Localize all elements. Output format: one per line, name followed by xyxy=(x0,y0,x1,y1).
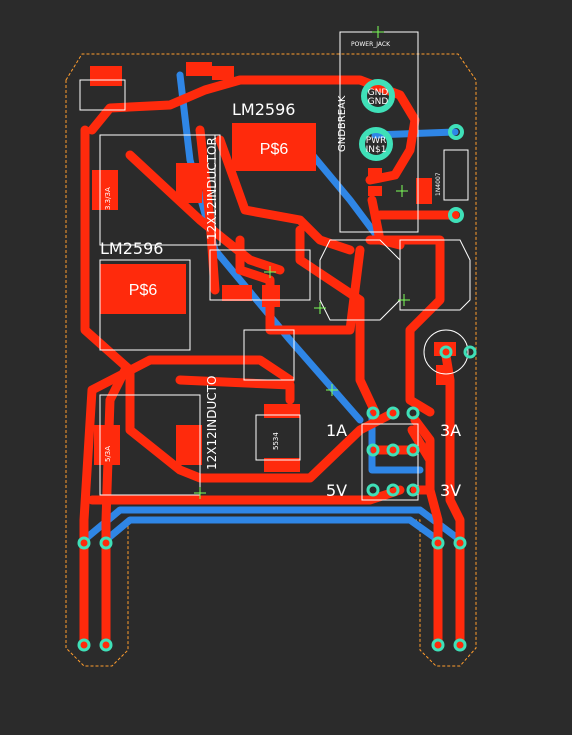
bottom-trace-left-leg xyxy=(80,506,464,544)
via-leg-l2 xyxy=(99,536,113,550)
via-h4 xyxy=(366,443,380,457)
silk-sw xyxy=(255,414,301,461)
via-h6 xyxy=(406,443,420,457)
pad-right-cap xyxy=(434,342,456,356)
pad-center-2 xyxy=(222,285,252,301)
via-cap-2 xyxy=(463,345,477,359)
pad-center xyxy=(262,285,280,307)
silk-inductor-bottom xyxy=(99,394,201,496)
via-leg-l1 xyxy=(77,536,91,550)
via-leg-l3 xyxy=(77,638,91,652)
label-lm2596-bottom: LM2596 xyxy=(100,239,163,258)
trace-bottom xyxy=(87,485,405,505)
trace-left-column xyxy=(80,125,135,375)
via-h7 xyxy=(366,483,380,497)
board-outline xyxy=(65,53,477,667)
bottom-trace-left-leg-2 xyxy=(102,516,442,544)
crosshair-right-2 xyxy=(398,294,410,306)
label-gnd-break: GNDBREAK xyxy=(337,95,348,152)
trace-p6-top xyxy=(215,135,355,255)
silk-cap-right-2 xyxy=(399,239,471,311)
via-h5 xyxy=(386,443,400,457)
label-p6-top: P$6 xyxy=(260,141,289,158)
via-h1 xyxy=(366,406,380,420)
pad-corner xyxy=(90,66,122,86)
via-h3 xyxy=(406,406,420,420)
label-res-bottom: 5/3A xyxy=(104,446,112,462)
pad-small-1 xyxy=(186,62,212,76)
label-out-1a: 1A xyxy=(326,421,347,440)
pad-jack-1 xyxy=(368,168,382,178)
pad-res-bottom xyxy=(94,425,120,465)
label-res-top: 3.3/3A xyxy=(104,187,112,210)
bottom-trace-mid xyxy=(368,408,424,474)
silk-inductor-top xyxy=(99,134,216,246)
via-cap-1 xyxy=(439,345,453,359)
label-diode: 1N4007 xyxy=(435,172,442,196)
label-lm2596-top: LM2596 xyxy=(232,100,295,119)
via-h8 xyxy=(386,483,400,497)
pad-p6-bottom xyxy=(100,264,186,314)
trace-inductor-top xyxy=(195,125,220,295)
silk-diode xyxy=(443,149,469,201)
label-out-5v: 5V xyxy=(326,481,347,500)
pad-jack-2 xyxy=(368,186,382,196)
trace-right xyxy=(365,235,445,417)
silk-left xyxy=(79,79,126,111)
trace-upper-diag xyxy=(125,150,285,275)
via-diode-bottom xyxy=(448,207,464,223)
crosshair-center xyxy=(264,266,276,278)
pad-sw-top xyxy=(264,404,300,418)
label-power-jack: POWER_JACK xyxy=(351,41,391,48)
via-diode-top xyxy=(448,124,464,140)
crosshair-markers xyxy=(194,26,410,499)
pad-res-top-2 xyxy=(176,163,202,203)
silk-pin-header xyxy=(361,423,419,501)
label-gnd-bottom: GND xyxy=(368,97,389,107)
label-pwr-bottom: IN$1 xyxy=(366,145,387,155)
label-sw: 5534 xyxy=(272,432,280,450)
silk-center-2 xyxy=(243,329,295,381)
label-inductor-bottom: 12X12INDUCTO xyxy=(205,376,219,470)
silkscreen-layer xyxy=(79,31,471,501)
via-h2 xyxy=(386,406,400,420)
via-leg-r4 xyxy=(453,638,467,652)
label-out-3v: 3V xyxy=(440,481,461,500)
label-p6-bottom: P$6 xyxy=(129,282,158,299)
pad-p6-top xyxy=(232,123,316,171)
via-leg-r3 xyxy=(431,638,445,652)
silk-cap-circle xyxy=(423,329,469,375)
via-layer xyxy=(77,79,477,652)
via-leg-r1 xyxy=(431,536,445,550)
silk-center xyxy=(209,249,311,301)
pad-res-bottom-2 xyxy=(176,425,202,465)
trace-center-2 xyxy=(295,225,380,417)
via-leg-r2 xyxy=(453,536,467,550)
label-out-3a: 3A xyxy=(440,421,461,440)
silk-lm2596-bottom xyxy=(99,259,191,351)
crosshair-mid xyxy=(314,302,326,314)
bottom-trace-right-diag xyxy=(296,136,384,244)
label-gnd-top: GND xyxy=(368,88,389,98)
pad-right-cap-2 xyxy=(436,365,452,385)
trace-mid-lower xyxy=(175,375,295,405)
crosshair-low-mid xyxy=(326,384,338,396)
pad-res-top xyxy=(92,170,118,210)
crosshair-top xyxy=(372,26,384,38)
label-pwr-top: PWR xyxy=(366,136,387,146)
via-h9 xyxy=(406,483,420,497)
pad-small-2 xyxy=(212,66,234,80)
trace-3a xyxy=(407,425,435,495)
crosshair-right xyxy=(396,185,408,197)
pad-diode xyxy=(416,178,432,204)
pad-sw-bottom xyxy=(264,458,300,472)
trace-top-loop xyxy=(87,75,420,185)
crosshair-lower xyxy=(194,487,206,499)
via-gnd xyxy=(361,79,395,113)
via-pwr xyxy=(359,127,393,161)
via-leg-l4 xyxy=(99,638,113,652)
label-inductor-top: 12X12INDUCTOR xyxy=(205,137,219,240)
